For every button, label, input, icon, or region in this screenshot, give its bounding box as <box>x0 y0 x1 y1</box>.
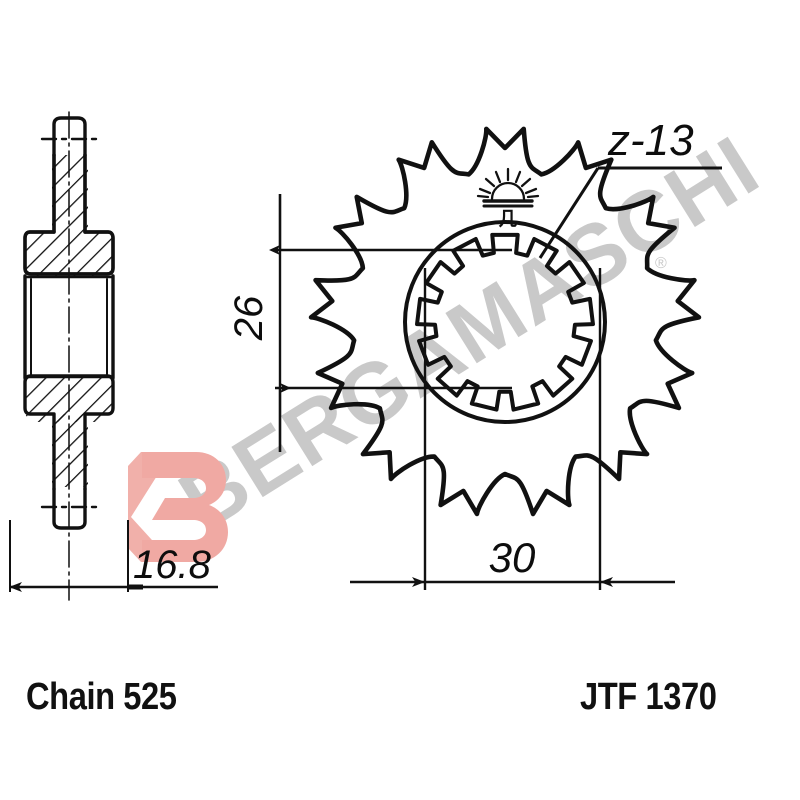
dimension-30 <box>350 268 675 590</box>
upper-flange-hatch <box>25 232 113 276</box>
sunrise-mark-glyph: 几 <box>498 209 517 230</box>
front-sprocket-view <box>308 126 702 517</box>
sunrise-ray-5 <box>478 187 492 195</box>
side-section-view <box>23 111 115 601</box>
part-number-label: JTF 1370 <box>580 676 717 718</box>
dim-30-text: 30 <box>489 534 536 581</box>
sunrise-ray-1 <box>494 170 502 184</box>
sunrise-mark <box>476 167 540 208</box>
watermark-group: BERGAMASCHI ® <box>128 118 775 562</box>
lower-hub-hatch <box>52 414 88 487</box>
dim-26-text: 26 <box>227 295 271 341</box>
upper-boss-outline <box>52 116 87 157</box>
sunrise-ray-6 <box>524 187 538 195</box>
lower-boss-outline <box>52 487 87 530</box>
registered-mark: ® <box>655 255 667 272</box>
sunrise-ray-4 <box>520 177 532 188</box>
callout-leader <box>538 167 600 259</box>
lower-flange-hatch <box>25 378 113 422</box>
callout-teeth-text: z-13 <box>607 116 694 165</box>
dimension-26 <box>269 194 512 452</box>
sunrise-ray-8 <box>526 194 540 199</box>
internal-spline-profile <box>415 232 595 412</box>
upper-hub-hatch <box>52 155 88 232</box>
sprocket-tooth-profile <box>308 126 702 517</box>
callout-teeth <box>538 166 722 259</box>
dimension-16-8 <box>9 520 218 592</box>
sunrise-dome <box>490 181 526 201</box>
upper-section-outline <box>23 153 115 276</box>
hub-bore-circle <box>403 220 607 424</box>
lower-section-outline <box>23 374 115 491</box>
watermark-logo <box>128 452 228 562</box>
chain-size-label: Chain 525 <box>26 676 177 718</box>
dim-168-text: 16.8 <box>133 543 212 587</box>
sunrise-ray-7 <box>476 194 490 199</box>
sunrise-ray-3 <box>484 177 496 188</box>
sunrise-ray-2 <box>514 170 522 184</box>
